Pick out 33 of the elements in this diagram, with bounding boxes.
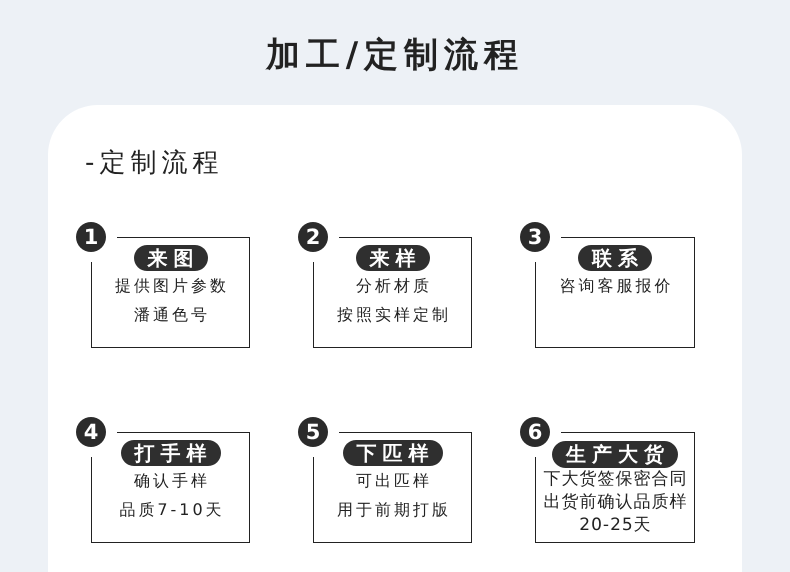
step-description: 咨询客服报价 <box>558 275 674 297</box>
step-description: 可出匹样 <box>355 470 432 492</box>
step-description: 品质7-10天 <box>118 499 225 521</box>
page-title: 加工/定制流程 <box>266 34 524 77</box>
step-description: 分析材质 <box>355 275 432 297</box>
step-box <box>76 417 250 543</box>
step-title: 来图 <box>134 245 208 271</box>
step-description: 潘通色号 <box>133 304 210 326</box>
step-box <box>76 222 250 348</box>
step-number: 2 <box>298 222 328 252</box>
step-description: 出货前确认品质样 <box>542 491 688 514</box>
content-card <box>48 105 742 572</box>
step-title: 联系 <box>578 245 652 271</box>
step-description: 20-25天 <box>578 514 652 537</box>
step-title: 来样 <box>356 245 430 271</box>
step-number: 5 <box>298 417 328 447</box>
step-number: 4 <box>76 417 106 447</box>
section-heading: -定制流程 <box>85 147 224 180</box>
step-number: 6 <box>520 417 550 447</box>
step-box <box>298 222 472 348</box>
step-title: 生产大货 <box>552 441 678 468</box>
step-description: 下大货签保密合同 <box>542 468 688 491</box>
step-description: 提供图片参数 <box>114 275 229 297</box>
step-title: 下匹样 <box>342 440 442 466</box>
step-box <box>520 222 695 348</box>
step-box <box>520 417 695 543</box>
step-description: 按照实样定制 <box>336 304 451 326</box>
step-description: 用于前期打版 <box>336 499 451 521</box>
step-box <box>298 417 472 543</box>
step-description: 确认手样 <box>133 470 210 492</box>
step-number: 1 <box>76 222 106 252</box>
step-title: 打手样 <box>120 440 220 466</box>
step-number: 3 <box>520 222 550 252</box>
